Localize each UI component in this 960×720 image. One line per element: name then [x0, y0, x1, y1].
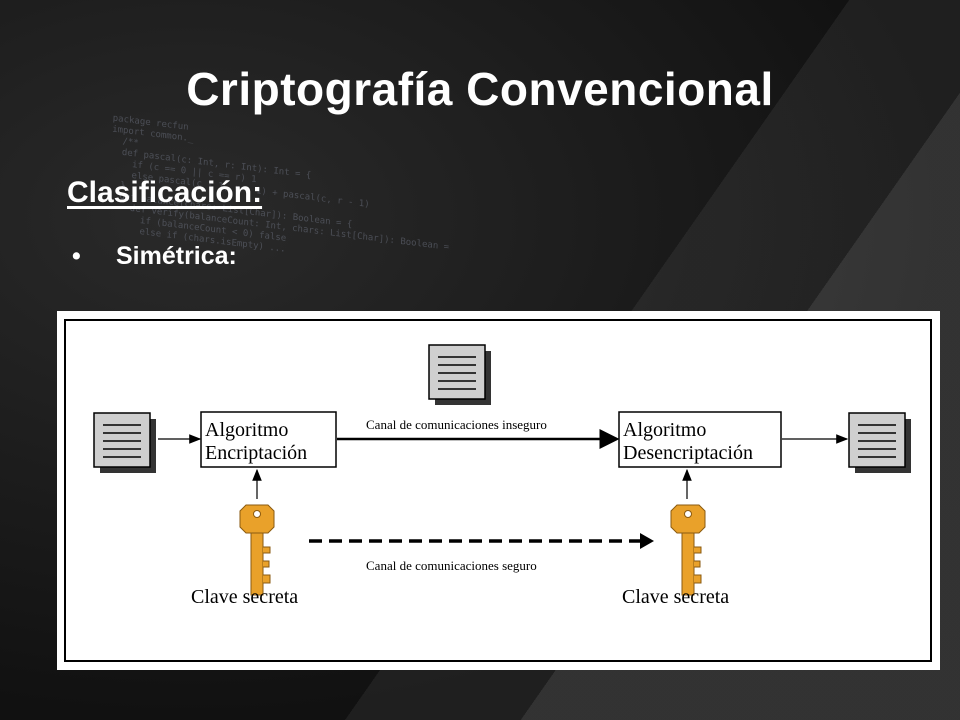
document-icon	[93, 412, 156, 473]
symmetric-encryption-diagram: Algoritmo Encriptación Algoritmo Desencr…	[64, 319, 932, 662]
encryption-box-line2: Encriptación	[205, 442, 307, 464]
encryption-box-line1: Algoritmo	[205, 419, 288, 441]
insecure-channel-label: Canal de comunicaciones inseguro	[366, 417, 547, 432]
bullet-dot: •	[72, 242, 81, 270]
diagram-panel: Algoritmo Encriptación Algoritmo Desencr…	[57, 311, 940, 670]
document-icon	[848, 412, 911, 473]
key-icon	[670, 504, 706, 596]
bullet-text: Simétrica:	[116, 242, 237, 270]
right-key-label: Clave secreta	[622, 586, 729, 608]
section-heading: Clasificación:	[67, 176, 263, 209]
key-icon	[239, 504, 275, 596]
left-key-label: Clave secreta	[191, 586, 298, 608]
decryption-box-line2: Desencriptación	[623, 442, 753, 464]
diagram-frame	[64, 319, 932, 662]
slide-title: Criptografía Convencional	[186, 63, 774, 115]
decryption-box-line1: Algoritmo	[623, 419, 706, 441]
secure-channel-label: Canal de comunicaciones seguro	[366, 558, 537, 573]
document-icon	[428, 344, 491, 405]
secure-channel-arrowhead	[640, 533, 654, 549]
